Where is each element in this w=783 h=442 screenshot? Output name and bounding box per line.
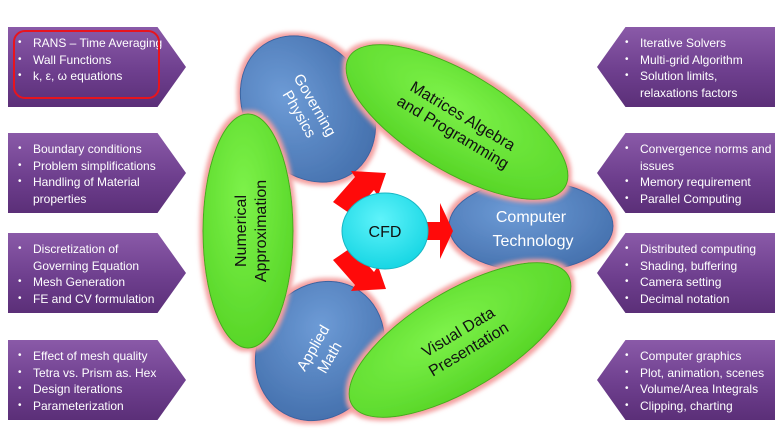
left-box-physics: Boundary conditionsProblem simplificatio… bbox=[8, 133, 186, 213]
cfd-label: CFD bbox=[369, 224, 402, 241]
right-box-solvers: Iterative SolversMulti-grid AlgorithmSol… bbox=[597, 27, 775, 107]
list-item: Wall Functions bbox=[16, 52, 166, 69]
arrow-right-icon bbox=[427, 203, 453, 259]
list-item: Handling of Material properties bbox=[16, 174, 166, 207]
visual-data-ellipse bbox=[348, 262, 572, 418]
list-item: Distributed computing bbox=[623, 241, 773, 258]
list-item: Computer graphics bbox=[623, 348, 773, 365]
list-item: RANS – Time Averaging bbox=[16, 35, 166, 52]
list-item: Decimal notation bbox=[623, 291, 773, 308]
computer-tech-label-2: Technology bbox=[493, 233, 574, 250]
numerical-label-2: Approximation bbox=[253, 180, 270, 282]
list-item: Parallel Computing bbox=[623, 191, 773, 208]
list-item: Tetra vs. Prism as. Hex bbox=[16, 365, 166, 382]
matrices-algebra-ellipse bbox=[345, 44, 569, 200]
list-item: Design iterations bbox=[16, 381, 166, 398]
numerical-label-1: Numerical bbox=[233, 195, 250, 267]
list-item: Camera setting bbox=[623, 274, 773, 291]
list-item: FE and CV formulation bbox=[16, 291, 166, 308]
right-box-graphics: Computer graphicsPlot, animation, scenes… bbox=[597, 340, 775, 420]
list-item: Convergence norms and issues bbox=[623, 141, 773, 174]
list-item: Plot, animation, scenes bbox=[623, 365, 773, 382]
list-item: Volume/Area Integrals bbox=[623, 381, 773, 398]
arrow-down-left-icon bbox=[333, 247, 386, 291]
list-item: Parameterization bbox=[16, 398, 166, 415]
highlight-outline bbox=[13, 30, 160, 99]
computer-tech-label-1: Computer bbox=[496, 209, 567, 226]
list-item: Problem simplifications bbox=[16, 158, 166, 175]
arrow-up-left-icon bbox=[333, 171, 386, 215]
list-item: Discretization of Governing Equation bbox=[16, 241, 166, 274]
right-box-computing: Convergence norms and issuesMemory requi… bbox=[597, 133, 775, 213]
list-item: Boundary conditions bbox=[16, 141, 166, 158]
list-item: Solution limits, relaxations factors bbox=[623, 68, 773, 101]
cfd-core-circle bbox=[341, 192, 429, 270]
list-item: Multi-grid Algorithm bbox=[623, 52, 773, 69]
left-box-numerical: Discretization of Governing EquationMesh… bbox=[8, 233, 186, 313]
list-item: Effect of mesh quality bbox=[16, 348, 166, 365]
numerical-approximation-ellipse bbox=[202, 113, 294, 349]
list-item: Clipping, charting bbox=[623, 398, 773, 415]
list-item: k, ε, ω equations bbox=[16, 68, 166, 85]
list-item: Mesh Generation bbox=[16, 274, 166, 291]
list-item: Iterative Solvers bbox=[623, 35, 773, 52]
list-item: Shading, buffering bbox=[623, 258, 773, 275]
left-box-mesh: Effect of mesh qualityTetra vs. Prism as… bbox=[8, 340, 186, 420]
list-item: Memory requirement bbox=[623, 174, 773, 191]
right-box-distributed: Distributed computingShading, bufferingC… bbox=[597, 233, 775, 313]
